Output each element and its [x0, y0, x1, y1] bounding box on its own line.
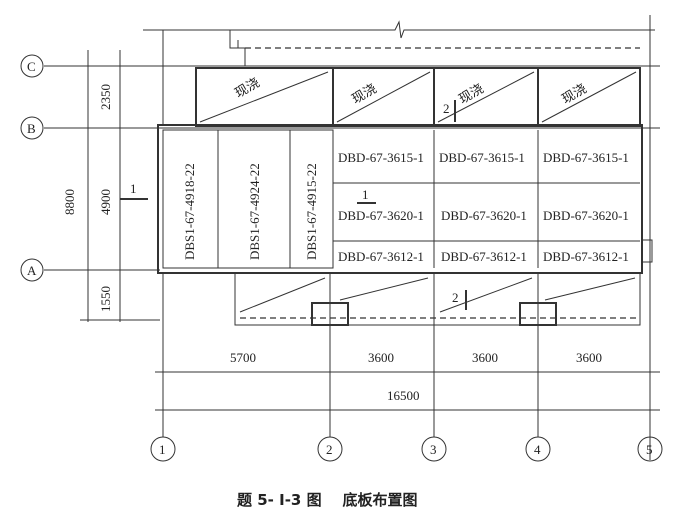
dim-left-1550: 1550	[98, 286, 113, 312]
axis-bubble-4: 4	[525, 436, 551, 462]
svg-text:4: 4	[534, 442, 541, 457]
svg-text:A: A	[27, 263, 37, 278]
svg-text:DBD-67-3620-1: DBD-67-3620-1	[441, 208, 527, 223]
axis-bubble-B: B	[20, 116, 44, 140]
section-mark-2: 2	[452, 290, 459, 305]
svg-text:DBD-67-3615-1: DBD-67-3615-1	[338, 150, 424, 165]
slab-label-left: DBS1-67-4918-22	[182, 163, 197, 260]
svg-text:B: B	[27, 121, 36, 136]
slab-label-left: DBS1-67-4924-22	[247, 163, 262, 260]
dim-bottom-3600: 3600	[576, 350, 602, 365]
axis-bubble-3: 3	[421, 436, 447, 462]
dim-left-4900: 4900	[98, 189, 113, 215]
axis-bubble-A: A	[20, 258, 44, 282]
cast-label: 现浇	[457, 81, 487, 107]
right-slab-labels: DBD-67-3615-1 DBD-67-3615-1 DBD-67-3615-…	[338, 150, 629, 264]
dim-bottom-total: 16500	[387, 388, 420, 403]
svg-text:DBD-67-3620-1: DBD-67-3620-1	[338, 208, 424, 223]
dim-bottom-3600: 3600	[472, 350, 498, 365]
slab-label-left: DBS1-67-4915-22	[304, 163, 319, 260]
section-mark-1: 1	[362, 187, 369, 202]
axis-bubble-C: C	[20, 54, 44, 78]
svg-text:C: C	[27, 59, 36, 74]
svg-text:DBD-67-3612-1: DBD-67-3612-1	[441, 249, 527, 264]
axis-bubble-5: 5	[637, 436, 663, 462]
axis-bubble-1: 1	[150, 436, 176, 462]
svg-text:3: 3	[430, 442, 437, 457]
svg-text:DBD-67-3612-1: DBD-67-3612-1	[543, 249, 629, 264]
section-mark-2: 2	[443, 101, 450, 116]
dim-bottom-3600: 3600	[368, 350, 394, 365]
axis-bubble-2: 2	[317, 436, 343, 462]
svg-text:2: 2	[326, 442, 333, 457]
svg-text:DBD-67-3620-1: DBD-67-3620-1	[543, 208, 629, 223]
dim-left-total: 8800	[62, 189, 77, 215]
dim-left-2350: 2350	[98, 84, 113, 110]
svg-text:5: 5	[646, 442, 653, 457]
top-boundary-line	[143, 20, 655, 39]
svg-text:DBD-67-3612-1: DBD-67-3612-1	[338, 249, 424, 264]
figure-caption: 题 5- Ⅰ-3 图 底板布置图	[237, 491, 417, 509]
cast-label: 现浇	[350, 81, 380, 107]
svg-text:DBD-67-3615-1: DBD-67-3615-1	[439, 150, 525, 165]
dim-bottom-5700: 5700	[230, 350, 256, 365]
svg-text:1: 1	[159, 442, 166, 457]
section-mark-1: 1	[130, 181, 137, 196]
svg-text:DBD-67-3615-1: DBD-67-3615-1	[543, 150, 629, 165]
cast-label: 现浇	[560, 81, 590, 107]
cast-label: 现浇	[233, 75, 263, 101]
